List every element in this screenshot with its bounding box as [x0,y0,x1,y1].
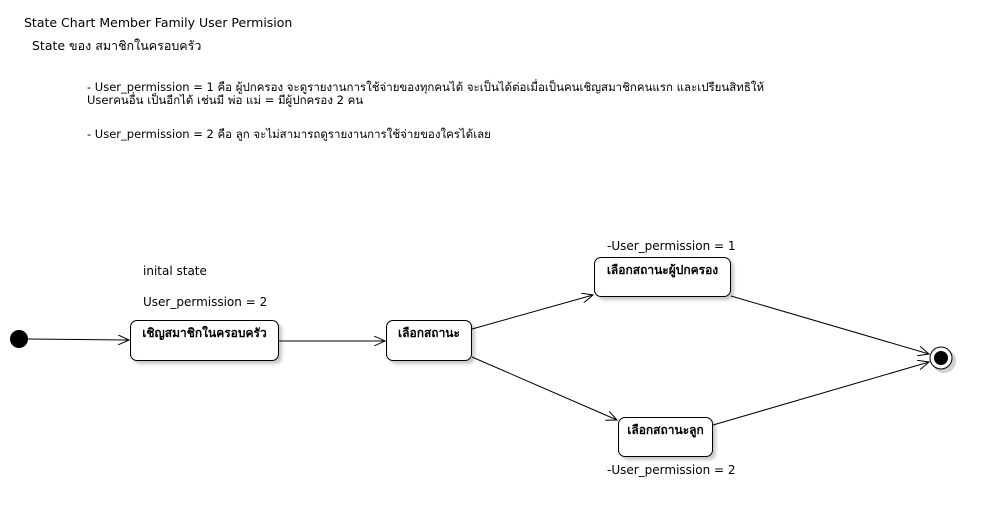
initial-node [10,330,28,348]
state-choose-child-label: เลือกสถานะลูก [627,422,704,437]
diagram-subtitle: State ของ สมาชิกในครอบครัว [32,38,202,53]
edge-parent-to-final [730,295,929,354]
edge-choose-to-child [471,356,617,420]
state-invite-members-label: เชิญสมาชิกในครอบครัว [142,326,267,340]
state-choose-parent-label: เลือกสถานะผู้ปกครอง [606,262,719,277]
state-invite-members[interactable]: เชิญสมาชิกในครอบครัว [130,320,279,361]
note-permission-1-cont: Userคนอื่น เป็นอีกได้ เช่นมี พ่อ แม่ = ม… [87,93,364,107]
state-choose-status[interactable]: เลือกสถานะ [386,320,472,361]
parent-permission-label: -User_permission = 1 [607,239,736,253]
edge-choose-to-parent [471,295,593,330]
edge-child-to-final [712,362,929,426]
child-permission-label: -User_permission = 2 [607,463,736,477]
edge-initial-to-invite [27,339,129,340]
initial-permission-label: User_permission = 2 [143,295,268,309]
final-node-dot [934,351,948,365]
initial-state-label: inital state [143,264,207,278]
note-permission-1: - User_permission = 1 คือ ผู้ปกครอง จะดู… [87,80,765,94]
state-choose-parent[interactable]: เลือกสถานะผู้ปกครอง [594,257,731,297]
state-choose-status-label: เลือกสถานะ [398,326,460,340]
diagram-title: State Chart Member Family User Permision [24,15,293,30]
state-choose-child[interactable]: เลือกสถานะลูก [618,417,713,457]
note-permission-2: - User_permission = 2 คือ ลูก จะไม่สามาร… [87,127,491,141]
